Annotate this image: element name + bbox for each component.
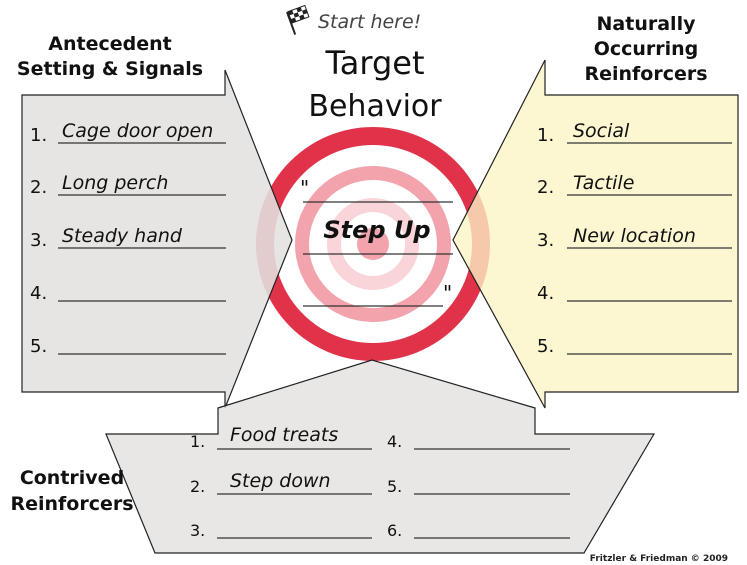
- contrived-item-2: Step down: [230, 470, 331, 492]
- start-here-label: Start here!: [318, 11, 421, 33]
- target-title-line-1: Target: [325, 44, 425, 82]
- target-behavior-blanks: " Step Up ": [300, 176, 453, 307]
- target-title-line-2: Behavior: [308, 89, 442, 124]
- natural-num-3: 3.: [537, 230, 554, 251]
- contrived-num-5: 5.: [387, 477, 402, 496]
- natural-heading-1: Naturally: [597, 13, 697, 35]
- natural-item-2: Tactile: [573, 172, 634, 194]
- contrived-reinforcers-list: 1. Food treats 2. Step down 3. 4. 5. 6.: [190, 424, 570, 540]
- natural-item-3: New location: [573, 225, 696, 247]
- copyright-credit: Fritzler & Friedman © 2009: [590, 554, 728, 564]
- target-bullseye: [256, 127, 490, 361]
- antecedent-num-1: 1.: [30, 125, 47, 146]
- target-behavior-value: Step Up: [323, 216, 430, 244]
- contrived-heading-1: Contrived: [20, 467, 124, 489]
- antecedent-num-2: 2.: [30, 177, 47, 198]
- natural-num-2: 2.: [537, 177, 554, 198]
- checkered-flag-icon: [286, 4, 310, 35]
- contrived-num-4: 4.: [387, 432, 402, 451]
- close-quote: ": [443, 281, 452, 305]
- contrived-reinforcers-panel: [105, 359, 656, 554]
- antecedent-heading-2: Setting & Signals: [17, 58, 203, 80]
- target-center: [357, 228, 389, 260]
- antecedent-num-3: 3.: [30, 230, 47, 251]
- natural-heading-2: Occurring: [594, 38, 699, 60]
- antecedent-list: 1. Cage door open 2. Long perch 3. Stead…: [30, 120, 226, 357]
- antecedent-panel: [21, 69, 293, 409]
- antecedent-num-4: 4.: [30, 283, 47, 304]
- natural-reinforcers-list: 1. Social 2. Tactile 3. New location 4. …: [537, 120, 732, 357]
- antecedent-item-1: Cage door open: [62, 120, 213, 142]
- antecedent-heading-1: Antecedent: [48, 33, 171, 55]
- natural-num-4: 4.: [537, 283, 554, 304]
- natural-heading-3: Reinforcers: [584, 63, 707, 85]
- contrived-num-3: 3.: [190, 521, 205, 540]
- contrived-num-1: 1.: [190, 432, 205, 451]
- natural-item-1: Social: [573, 120, 630, 142]
- antecedent-item-3: Steady hand: [62, 225, 183, 247]
- contrived-num-6: 6.: [387, 521, 402, 540]
- natural-reinforcers-panel: [452, 59, 739, 409]
- contrived-heading-2: Reinforcers: [10, 493, 133, 515]
- antecedent-item-2: Long perch: [62, 172, 168, 194]
- natural-num-5: 5.: [537, 336, 554, 357]
- antecedent-num-5: 5.: [30, 336, 47, 357]
- open-quote: ": [300, 176, 309, 200]
- natural-num-1: 1.: [537, 125, 554, 146]
- contrived-num-2: 2.: [190, 477, 205, 496]
- contrived-item-1: Food treats: [230, 424, 338, 446]
